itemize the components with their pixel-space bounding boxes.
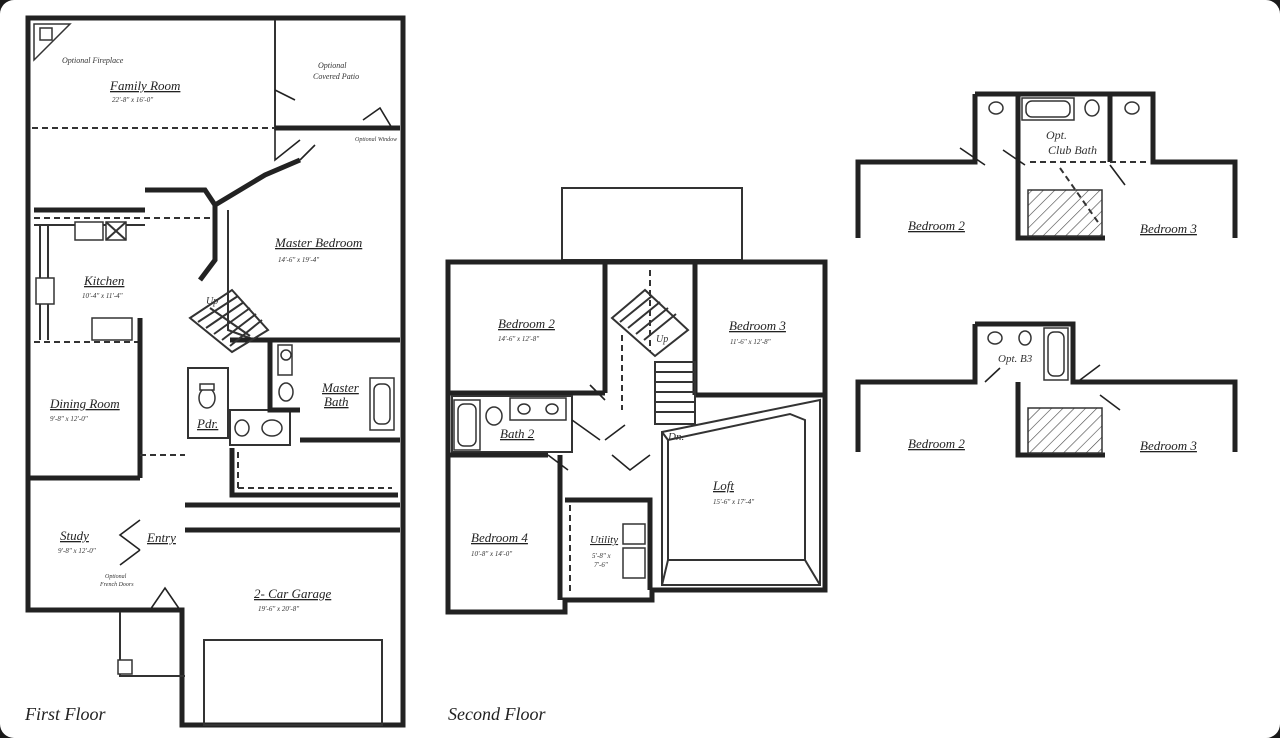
utility-dim-line1: 5'-8" x: [592, 552, 612, 560]
first-floor-plan: [25, 15, 406, 728]
study-note-line1: Optional: [105, 574, 127, 580]
garage-label: 2- Car Garage: [254, 586, 332, 601]
family-room-label: Family Room: [109, 78, 180, 93]
second-stairs-up: Up: [656, 334, 668, 345]
kitchen-label: Kitchen: [83, 273, 124, 288]
option-club-bath-plan: [855, 91, 1238, 241]
second-floor-stairs: [610, 270, 696, 425]
first-floor-title: First Floor: [24, 704, 107, 724]
master-bath-label-line1: Master: [321, 380, 360, 395]
dining-room-dim: 9'-8" x 12'-0": [50, 415, 88, 423]
patio-note-line2: Covered Patio: [313, 72, 359, 81]
dining-room-label: Dining Room: [49, 396, 120, 411]
opt-b3-label: Opt. B3: [998, 353, 1033, 365]
loft-label: Loft: [712, 478, 734, 493]
first-floor-stairs: [188, 288, 270, 354]
bedroom2-label: Bedroom 2: [498, 316, 555, 331]
master-bedroom-label: Master Bedroom: [274, 235, 362, 250]
second-stairs-down: Dn.: [667, 431, 684, 443]
window-note: Optional Window: [355, 137, 397, 143]
master-bath-label-line2: Bath: [324, 394, 349, 409]
opt-a-bedroom3-label: Bedroom 3: [1140, 221, 1197, 236]
bedroom4-label: Bedroom 4: [471, 530, 528, 545]
opt-a-bedroom2-label: Bedroom 2: [908, 218, 965, 233]
entry-label: Entry: [146, 530, 176, 545]
utility-label: Utility: [590, 534, 618, 546]
study-label: Study: [60, 528, 89, 543]
opt-b-bedroom3-label: Bedroom 3: [1140, 438, 1197, 453]
study-dim: 9'-8" x 12'-0": [58, 547, 96, 555]
bedroom4-dim: 10'-8" x 14'-0": [471, 550, 512, 558]
first-stairs-up: Up: [206, 296, 218, 307]
loft-dim: 15'-6" x 17'-4": [713, 498, 754, 506]
bath2-label: Bath 2: [500, 426, 535, 441]
club-bath-label-line1: Opt.: [1046, 128, 1067, 142]
club-bath-label-line2: Club Bath: [1048, 143, 1097, 157]
option-b3-plan: [855, 321, 1238, 458]
bedroom3-label: Bedroom 3: [729, 318, 786, 333]
patio-note-line1: Optional: [318, 61, 347, 70]
powder-room-label: Pdr.: [196, 416, 218, 431]
master-bedroom-dim: 14'-6" x 19'-4": [278, 256, 319, 264]
study-note-line2: French Doors: [99, 582, 134, 588]
bedroom3-dim: 11'-6" x 12'-8": [730, 338, 771, 346]
garage-dim: 19'-6" x 20'-8": [258, 605, 299, 613]
fireplace-note: Optional Fireplace: [62, 56, 124, 65]
opt-b-bedroom2-label: Bedroom 2: [908, 436, 965, 451]
utility-dim-line2: 7'-6": [594, 561, 608, 569]
second-floor-title: Second Floor: [448, 704, 546, 724]
family-room-dim: 22'-8" x 16'-0": [112, 96, 153, 104]
kitchen-dim: 10'-4" x 11'-4": [82, 292, 123, 300]
second-floor-plan: [445, 187, 828, 615]
bedroom2-dim: 14'-6" x 12'-8": [498, 335, 539, 343]
